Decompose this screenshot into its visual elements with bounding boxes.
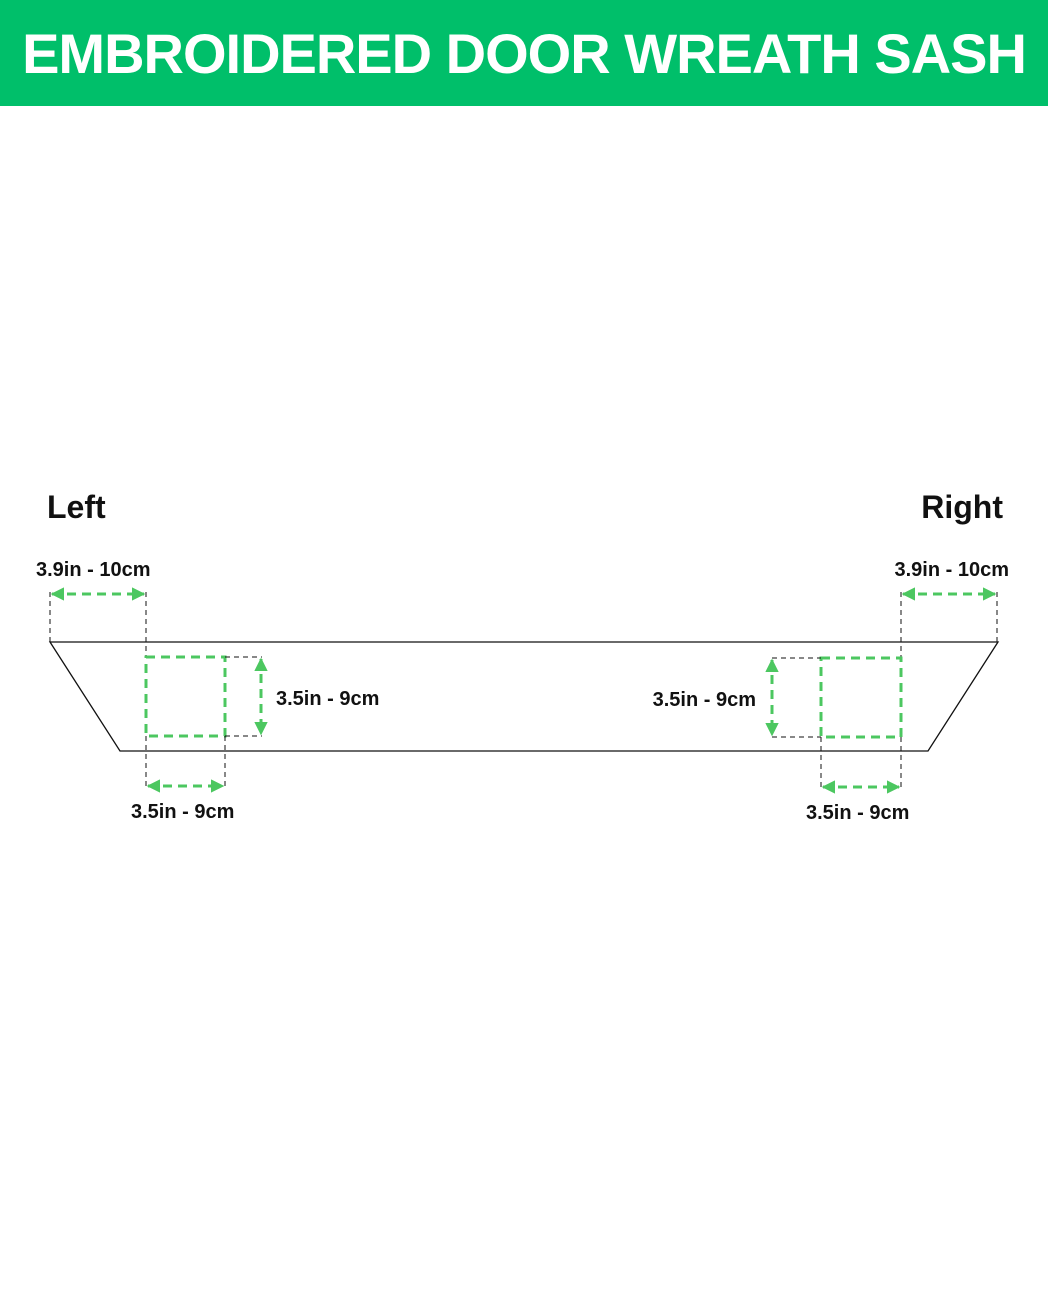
right-end-width-label: 3.9in - 10cm	[894, 559, 1009, 581]
sash-outline	[48, 641, 1000, 752]
header-banner: EMBROIDERED DOOR WREATH SASH	[0, 0, 1048, 106]
right-embroidery-area	[819, 656, 903, 739]
left-embroidery-area	[144, 655, 227, 738]
left-box-width-label: 3.5in - 9cm	[131, 801, 234, 823]
right-label: Right	[921, 489, 1003, 525]
left-box-height-label: 3.5in - 9cm	[276, 688, 379, 710]
page-title: EMBROIDERED DOOR WREATH SASH	[22, 21, 1027, 85]
right-box-width-label: 3.5in - 9cm	[806, 802, 909, 824]
left-end-width-label: 3.9in - 10cm	[36, 559, 151, 581]
right-box-height-label: 3.5in - 9cm	[653, 689, 756, 711]
left-label: Left	[47, 489, 106, 525]
